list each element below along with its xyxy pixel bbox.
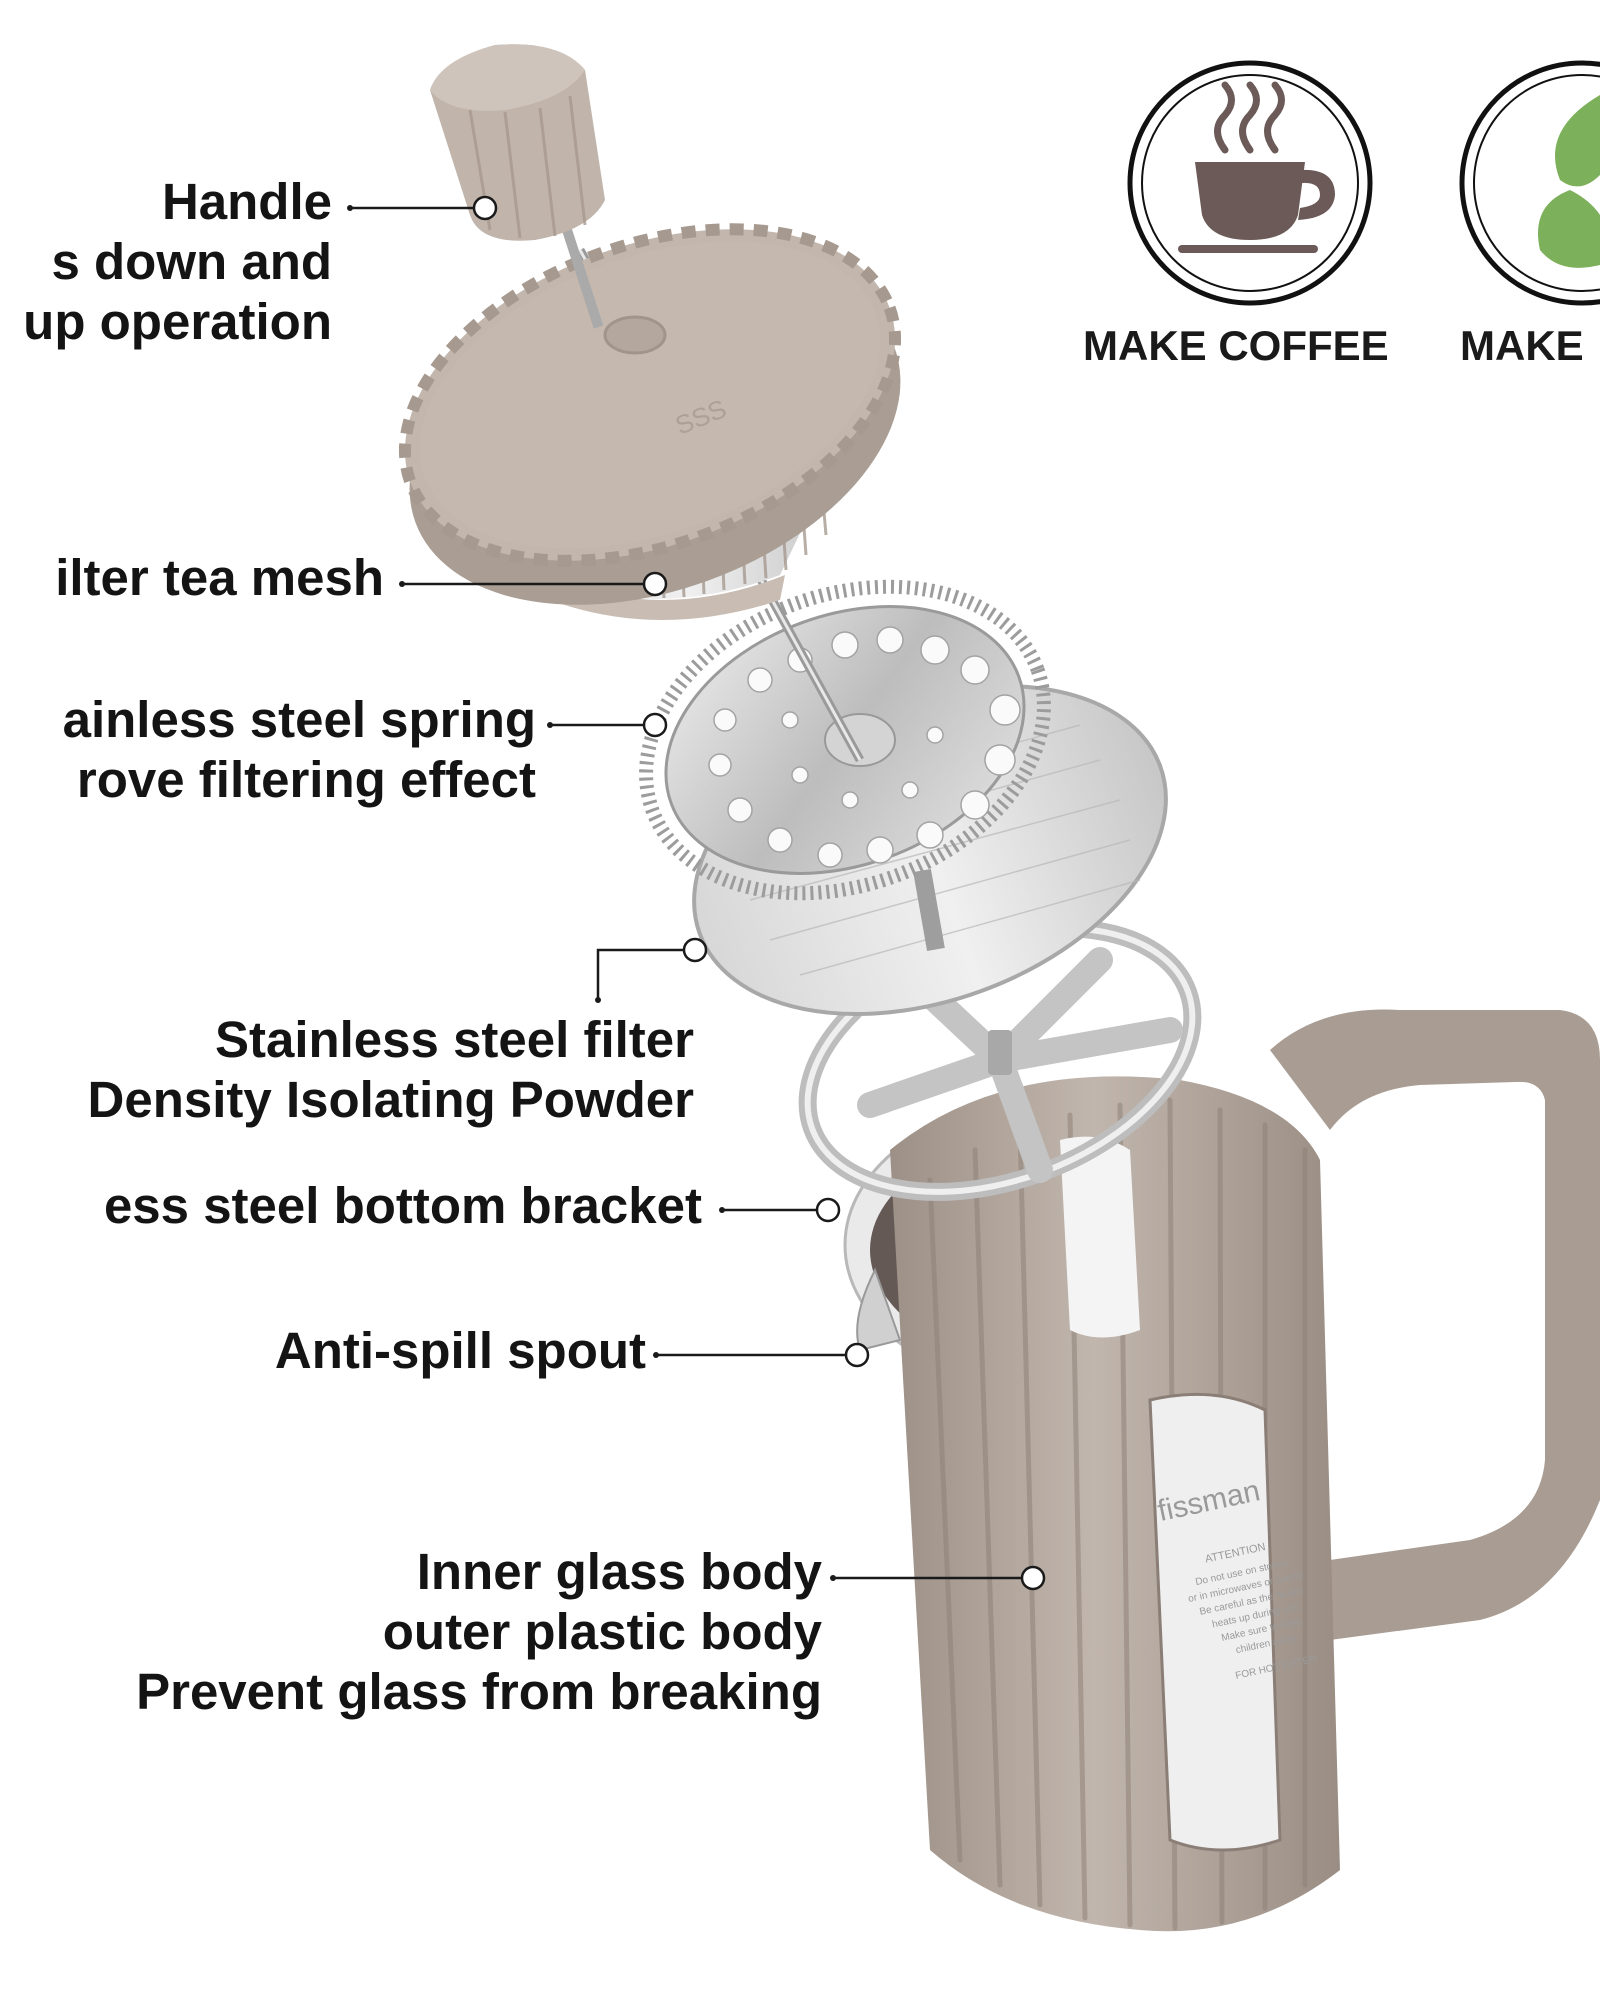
- badge-coffee: [1127, 60, 1373, 306]
- knob: [430, 44, 605, 329]
- badge-tea-label: MAKE: [1460, 322, 1584, 369]
- label-handle-line-2: s down and: [51, 233, 333, 290]
- label-handle-line-3: up operation: [23, 293, 332, 350]
- lid-and-mesh: SSS: [398, 223, 902, 620]
- label-tea-mesh: ilter tea mesh: [55, 548, 384, 608]
- label-spring-line-1: ainless steel spring: [62, 691, 536, 748]
- label-filter: Stainless steel filter Density Isolating…: [88, 1010, 694, 1130]
- label-handle-line-1: Handle: [161, 173, 332, 230]
- label-bracket: ess steel bottom bracket: [104, 1176, 702, 1236]
- front-window: [1148, 1392, 1282, 1852]
- label-handle: Handle s down and up operation: [23, 172, 332, 352]
- side-window-upper: [1060, 1136, 1140, 1338]
- label-tea-mesh-line-1: ilter tea mesh: [55, 549, 384, 606]
- label-spout: Anti-spill spout: [275, 1321, 646, 1381]
- label-bracket-line-1: ess steel bottom bracket: [103, 1177, 702, 1234]
- label-filter-line-1: Stainless steel filter: [214, 1011, 694, 1068]
- badge-coffee-label: MAKE COFFEE: [1083, 322, 1389, 369]
- leader-lines: [347, 195, 1046, 1591]
- leaf-icon: [1538, 95, 1600, 268]
- label-filter-line-2: Density Isolating Powder: [87, 1071, 694, 1128]
- label-body-line-1: Inner glass body: [416, 1543, 822, 1600]
- badge-tea: [1459, 60, 1600, 306]
- carafe: fissman ATTENTION Do not use on stoves o…: [843, 1009, 1600, 1932]
- label-spout-line-1: Anti-spill spout: [274, 1322, 646, 1379]
- label-body-line-3: Prevent glass from breaking: [136, 1663, 822, 1720]
- label-spring-line-2: rove filtering effect: [76, 751, 536, 808]
- label-body-line-2: outer plastic body: [382, 1603, 822, 1660]
- label-spring: ainless steel spring rove filtering effe…: [63, 690, 536, 810]
- coffee-cup-icon: [1178, 81, 1335, 253]
- jug-handle: [1270, 1009, 1600, 1640]
- label-body: Inner glass body outer plastic body Prev…: [136, 1542, 822, 1722]
